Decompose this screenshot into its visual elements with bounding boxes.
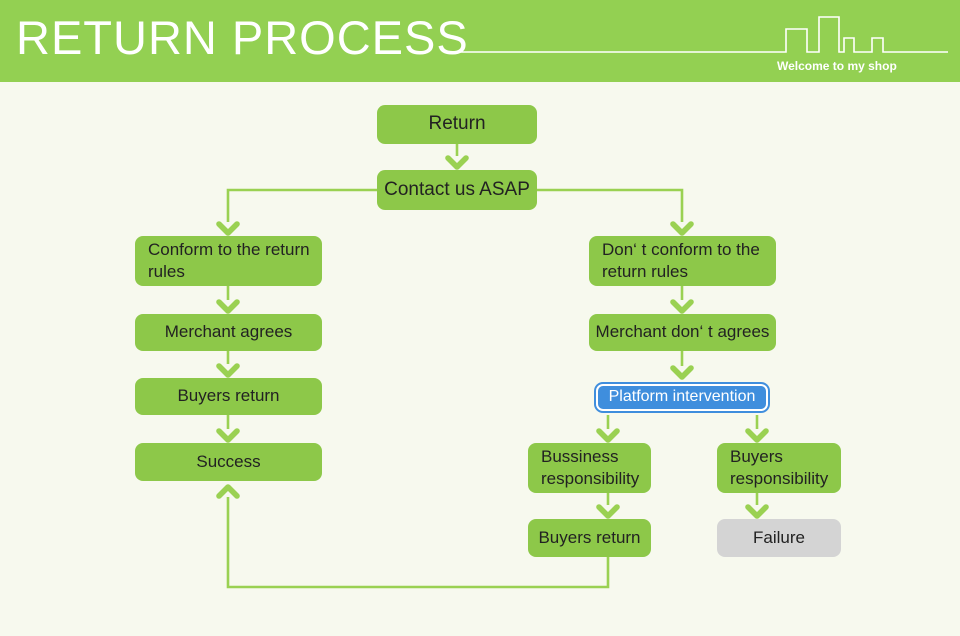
page-title: RETURN PROCESS [16,11,469,64]
flow-node-platform-intervention: Platform intervention [596,384,768,411]
flow-node-buyers-return-right: Buyers return [528,519,651,557]
flow-node-conform-rules: Conform to the return rules [135,236,322,286]
flow-node-buyers-responsibility: Buyers responsibility [717,443,841,493]
flow-node-failure: Failure [717,519,841,557]
flow-node-success: Success [135,443,322,481]
shop-tagline: Welcome to my shop [777,59,897,73]
header-banner: RETURN PROCESS Welcome to my shop [0,0,960,82]
flow-node-buyers-return-left: Buyers return [135,378,322,415]
flow-node-merchant-dont-agree: Merchant don‘ t agrees [589,314,776,351]
flow-node-contact-us-asap: Contact us ASAP [377,170,537,210]
flow-node-dont-conform-rules: Don‘ t conform to the return rules [589,236,776,286]
flow-node-merchant-agrees: Merchant agrees [135,314,322,351]
flow-node-business-responsibility: Bussiness responsibility [528,443,651,493]
flow-node-return: Return [377,105,537,144]
